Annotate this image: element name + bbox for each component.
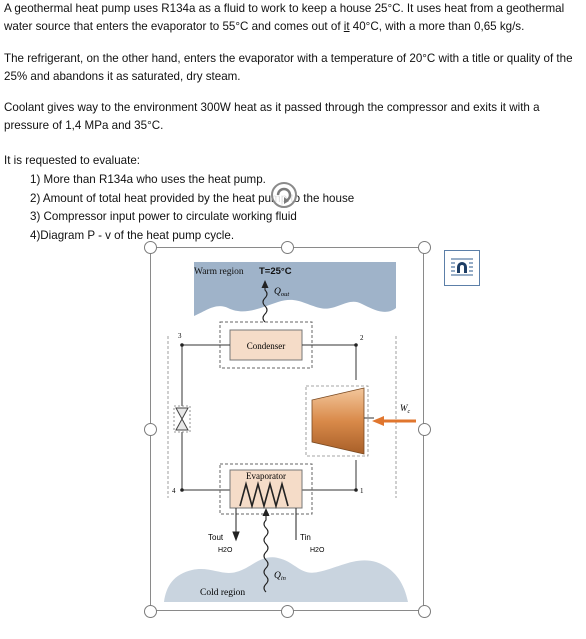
- state-point-3: [180, 343, 184, 347]
- q-out-label: Qout: [274, 287, 289, 298]
- heat-out-arrowhead: [261, 280, 269, 288]
- water-lines: [232, 508, 297, 542]
- warm-region-shape: [194, 262, 396, 316]
- tout-label: Tout: [208, 533, 224, 542]
- resize-handle-bottom-left[interactable]: [144, 605, 157, 618]
- list-item: 2) Amount of total heat provided by the …: [30, 191, 355, 205]
- layout-options-button[interactable]: [444, 250, 480, 286]
- tin-label: Tin: [300, 533, 311, 542]
- expansion-valve-icon: [173, 405, 191, 433]
- state-point-4: [180, 488, 184, 492]
- state-label-2: 2: [360, 334, 364, 342]
- w-c-label: Wc: [400, 403, 411, 415]
- condenser-label: Condenser: [247, 341, 286, 351]
- paragraph-requested: It is requested to evaluate:: [4, 154, 140, 167]
- requested-list: 1) More than R134a who uses the heat pum…: [30, 171, 354, 245]
- heat-pump-diagram: Warm region T=25°C Qout Condenser 3 2 4 …: [164, 262, 416, 602]
- paragraph-problem-statement: A geothermal heat pump uses R134a as a f…: [4, 0, 580, 36]
- resize-handle-right[interactable]: [418, 423, 431, 436]
- paragraph-text: 40°C, with a more than 0,65 kg/s.: [349, 20, 525, 33]
- resize-handle-left[interactable]: [144, 423, 157, 436]
- state-label-3: 3: [178, 332, 182, 340]
- cold-region-label: Cold region: [200, 588, 245, 598]
- layout-options-icon: [451, 258, 473, 276]
- warm-temperature-label: T=25°C: [259, 266, 292, 277]
- spellcheck-word[interactable]: it: [343, 20, 350, 33]
- list-item: 3) Compressor input power to circulate w…: [30, 210, 297, 223]
- list-item: 4)Diagram P - v of the heat pump cycle.: [30, 228, 235, 242]
- system-boundary: [167, 336, 397, 498]
- q-in-label: Qin: [274, 571, 286, 582]
- resize-handle-bottom-right[interactable]: [418, 605, 431, 618]
- paragraph-refrigerant: The refrigerant, on the other hand, ente…: [4, 52, 573, 83]
- paragraph-text: A geothermal heat pump uses R134a as a f…: [4, 2, 565, 33]
- state-label-1: 1: [360, 487, 364, 495]
- tin-h2o-label: H2O: [310, 547, 325, 554]
- work-input-arrow: [372, 416, 416, 426]
- resize-handle-top-right[interactable]: [418, 241, 431, 254]
- list-item: 1) More than R134a who uses the heat pum…: [30, 173, 266, 186]
- resize-handle-top[interactable]: [281, 241, 294, 254]
- resize-handle-bottom[interactable]: [281, 605, 294, 618]
- evaporator-coil: [239, 480, 289, 510]
- heat-out-squiggle: [262, 286, 268, 323]
- cold-region-shape: [164, 557, 408, 602]
- heat-in-arrowhead: [262, 508, 270, 516]
- rotate-icon[interactable]: [269, 180, 299, 210]
- state-point-1: [354, 488, 358, 492]
- state-point-2: [354, 343, 358, 347]
- tout-h2o-label: H2O: [218, 547, 233, 554]
- resize-handle-top-left[interactable]: [144, 241, 157, 254]
- paragraph-coolant: Coolant gives way to the environment 300…: [4, 101, 540, 132]
- compressor-icon: [305, 385, 374, 457]
- warm-region-label: Warm region: [194, 267, 244, 277]
- state-label-4: 4: [172, 487, 176, 495]
- evaporator-label: Evaporator: [246, 471, 286, 481]
- heat-in-squiggle: [263, 514, 269, 593]
